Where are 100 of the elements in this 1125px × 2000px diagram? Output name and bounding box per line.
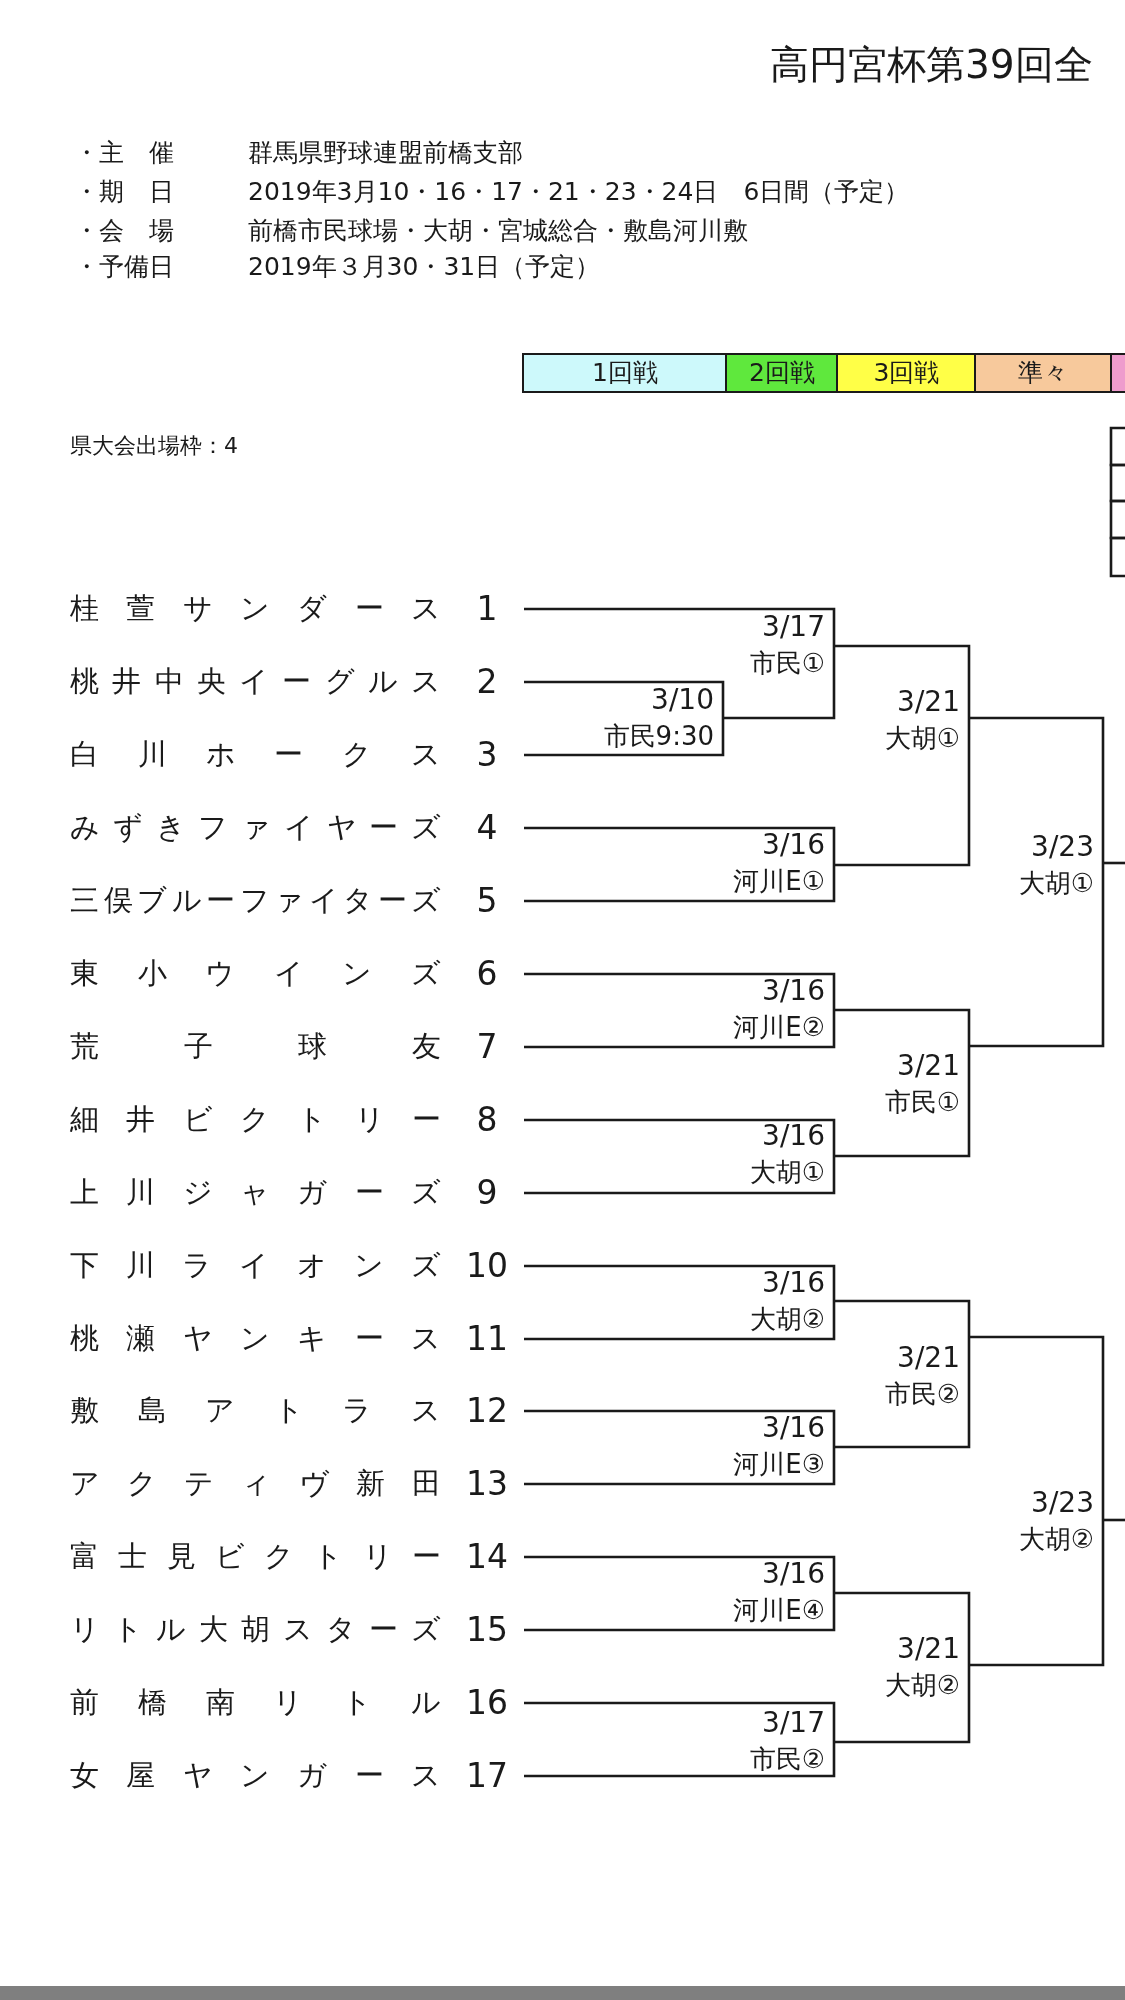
seed-number: 15 [465, 1609, 509, 1651]
match-date: 3/16 [762, 1118, 825, 1154]
team-name: リトル大胡スターズ [70, 1611, 441, 1648]
team-name: 下川ライオンズ [70, 1247, 441, 1284]
venue-label: 市民② [749, 1743, 825, 1776]
team-name: 女屋ヤンガース [70, 1757, 441, 1794]
info-text: 2019年３月30・31日（予定） [248, 251, 601, 283]
match-date: 3/21 [897, 1048, 960, 1084]
match-date: 3/16 [762, 1410, 825, 1446]
match-date: 3/16 [762, 1265, 825, 1301]
seed-number: 8 [475, 1099, 499, 1141]
note-text: 県大会出場枠：4 [70, 432, 238, 460]
match-date: 3/17 [762, 1705, 825, 1741]
bracket-line [524, 1742, 836, 1778]
bracket-line [969, 1335, 1105, 1520]
bracket-line [524, 865, 836, 903]
venue-label: 河川E③ [733, 1448, 825, 1481]
seed-number: 14 [465, 1536, 509, 1578]
venue-label: 大胡① [749, 1156, 825, 1189]
bracket-line [524, 1555, 836, 1593]
match-date: 3/23 [1031, 1485, 1094, 1521]
info-label: ・期 日 [74, 176, 174, 208]
bracket-line [524, 1264, 836, 1301]
seed-number: 3 [475, 734, 499, 776]
seed-number: 16 [465, 1682, 509, 1724]
seed-number: 1 [475, 588, 499, 630]
seed-number: 13 [465, 1463, 509, 1505]
seed-number: 10 [465, 1245, 509, 1287]
match-date: 3/21 [897, 1340, 960, 1376]
bracket-line [834, 1046, 971, 1158]
bracket-line [524, 680, 725, 718]
team-name: 白川ホークス [70, 736, 441, 773]
venue-label: 大胡① [1018, 867, 1094, 900]
bracket-line [834, 1299, 971, 1337]
seed-number: 7 [475, 1026, 499, 1068]
team-name: 細井ビクトリー [70, 1101, 441, 1138]
bracket-line [969, 1520, 1105, 1667]
bracket-line [524, 718, 725, 757]
match-date: 3/16 [762, 827, 825, 863]
venue-label: 大胡② [749, 1303, 825, 1336]
bracket-line [524, 1447, 836, 1486]
team-name: みずきファイヤーズ [70, 809, 441, 846]
team-name: 富士見ビクトリー [70, 1538, 441, 1575]
seed-number: 4 [475, 807, 499, 849]
seed-number: 11 [465, 1318, 509, 1360]
match-date: 3/17 [762, 609, 825, 645]
bracket-line [524, 1593, 836, 1632]
team-name: 上川ジャガーズ [70, 1174, 441, 1211]
venue-label: 河川E① [733, 865, 825, 898]
seed-number: 17 [465, 1755, 509, 1797]
match-date: 3/21 [897, 1631, 960, 1667]
match-date: 3/16 [762, 973, 825, 1009]
team-name: 桃瀬ヤンキース [70, 1320, 441, 1357]
team-name: 荒子球友 [70, 1028, 441, 1065]
match-date: 3/10 [651, 682, 714, 718]
team-name: 三俣ブルーファイターズ [70, 882, 441, 919]
bracket-line [834, 1591, 971, 1665]
bracket-line [524, 1010, 836, 1049]
info-text: 2019年3月10・16・17・21・23・24日 6日間（予定） [248, 176, 910, 208]
info-text: 前橋市民球場・大胡・宮城総合・敷島河川敷 [248, 215, 748, 247]
info-label: ・予備日 [74, 251, 174, 283]
team-name: 東小ウインズ [70, 955, 441, 992]
bracket-line [524, 1409, 836, 1447]
bracket-line [834, 1665, 971, 1744]
bracket-line [524, 972, 836, 1010]
bracket-line [834, 1337, 971, 1449]
venue-label: 河川E② [733, 1011, 825, 1044]
bracket-line [834, 718, 971, 867]
team-name: 桂萱サンダース [70, 590, 441, 627]
info-label: ・主 催 [74, 137, 174, 169]
match-date: 3/16 [762, 1556, 825, 1592]
venue-label: 市民① [884, 1086, 960, 1119]
bracket-line [834, 1008, 971, 1046]
seed-number: 9 [475, 1172, 499, 1214]
venue-label: 河川E④ [733, 1594, 825, 1627]
seed-number: 6 [475, 953, 499, 995]
team-name: 前橋南リトル [70, 1684, 441, 1721]
team-name: 桃井中央イーグルス [70, 663, 441, 700]
bracket-line [524, 826, 836, 865]
venue-label: 市民② [884, 1378, 960, 1411]
bracket-line [969, 716, 1105, 863]
bracket-line [1103, 1518, 1125, 1522]
bracket-line [723, 646, 836, 720]
venue-label: 市民① [749, 647, 825, 680]
bracket-line [524, 1156, 836, 1195]
info-label: ・会 場 [74, 215, 174, 247]
bracket-line [1103, 861, 1125, 865]
venue-label: 大胡① [884, 722, 960, 755]
seed-number: 2 [475, 661, 499, 703]
venue-label: 大胡② [884, 1669, 960, 1702]
bracket-line [969, 863, 1105, 1048]
seed-number: 12 [465, 1390, 509, 1432]
title: 高円宮杯第39回全 [770, 42, 1093, 88]
team-name: 敷島アトラス [70, 1392, 441, 1429]
bracket-line [524, 1701, 836, 1742]
bracket-line [524, 1301, 836, 1341]
venue-label: 市民9:30 [603, 720, 714, 753]
bracket-line [834, 644, 971, 718]
bottom-bar [0, 1986, 1125, 2000]
seed-number: 5 [475, 880, 499, 922]
